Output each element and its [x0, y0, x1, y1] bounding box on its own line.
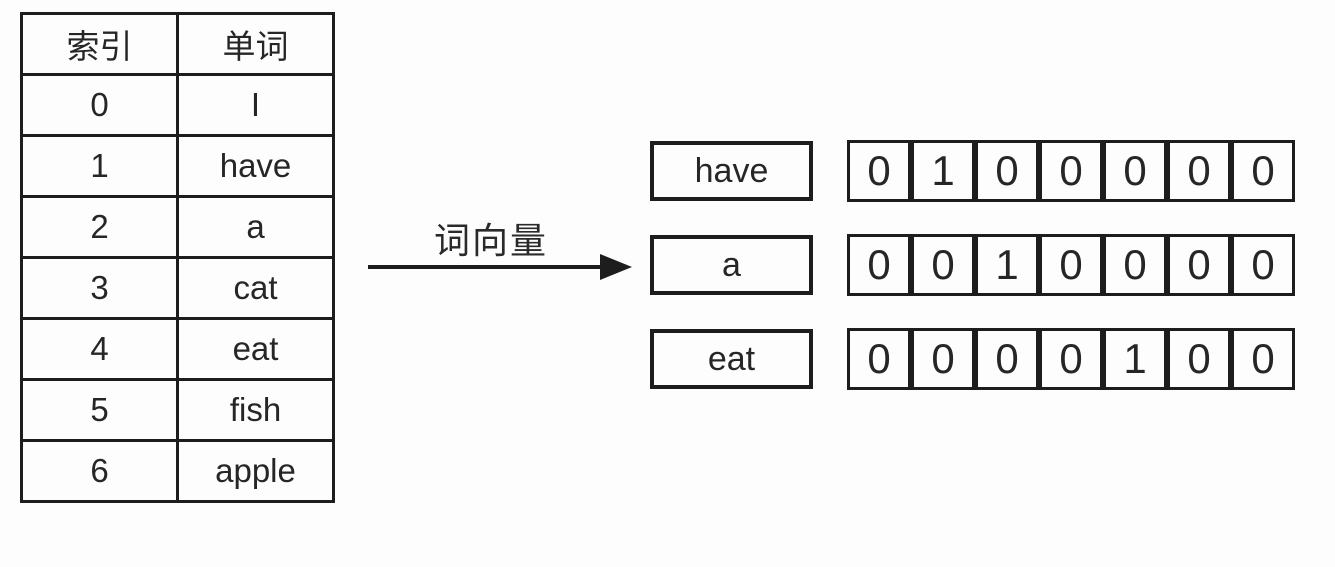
vector-cell: 1 — [911, 140, 975, 202]
vector-cell: 0 — [1231, 140, 1295, 202]
vocab-index-cell: 0 — [20, 73, 179, 137]
vector-cell: 1 — [1103, 328, 1167, 390]
vector-cell: 0 — [1231, 328, 1295, 390]
vector-cell: 0 — [975, 328, 1039, 390]
arrow-label: 词向量 — [433, 220, 548, 261]
vocab-word-cell: eat — [176, 317, 335, 381]
vector-cell: 0 — [911, 234, 975, 296]
vector-cell: 0 — [975, 140, 1039, 202]
vector-cell: 0 — [1231, 234, 1295, 296]
word-vector-arrow: 词向量 — [366, 212, 636, 288]
vector-cell: 0 — [847, 328, 911, 390]
vector-cell: 0 — [1039, 328, 1103, 390]
vector-cell: 0 — [847, 234, 911, 296]
vocab-header-word: 单词 — [176, 12, 335, 76]
vocab-header-index: 索引 — [20, 12, 179, 76]
vector-cell: 0 — [1103, 234, 1167, 296]
vocab-index-cell: 1 — [20, 134, 179, 198]
vocab-header-row: 索引单词 — [20, 12, 335, 76]
vocab-index-cell: 3 — [20, 256, 179, 320]
vector-cell: 0 — [1167, 234, 1231, 296]
word-box: a — [650, 235, 813, 295]
vocab-index-cell: 2 — [20, 195, 179, 259]
word-box: eat — [650, 329, 813, 389]
vector-cell: 0 — [911, 328, 975, 390]
vector-cell: 1 — [975, 234, 1039, 296]
vocab-word-cell: cat — [176, 256, 335, 320]
vector-cell: 0 — [847, 140, 911, 202]
vector-cell: 0 — [1167, 328, 1231, 390]
vocab-word-cell: fish — [176, 378, 335, 442]
vector-cell: 0 — [1103, 140, 1167, 202]
vocab-word-cell: apple — [176, 439, 335, 503]
vocab-index-cell: 4 — [20, 317, 179, 381]
vocab-index-cell: 6 — [20, 439, 179, 503]
right-arrow-icon — [368, 254, 632, 280]
vocab-word-cell: have — [176, 134, 335, 198]
vector-cell: 0 — [1039, 140, 1103, 202]
vector-cell: 0 — [1039, 234, 1103, 296]
word-box: have — [650, 141, 813, 201]
vocab-word-cell: a — [176, 195, 335, 259]
vocab-word-cell: I — [176, 73, 335, 137]
vocab-index-cell: 5 — [20, 378, 179, 442]
vector-cell: 0 — [1167, 140, 1231, 202]
